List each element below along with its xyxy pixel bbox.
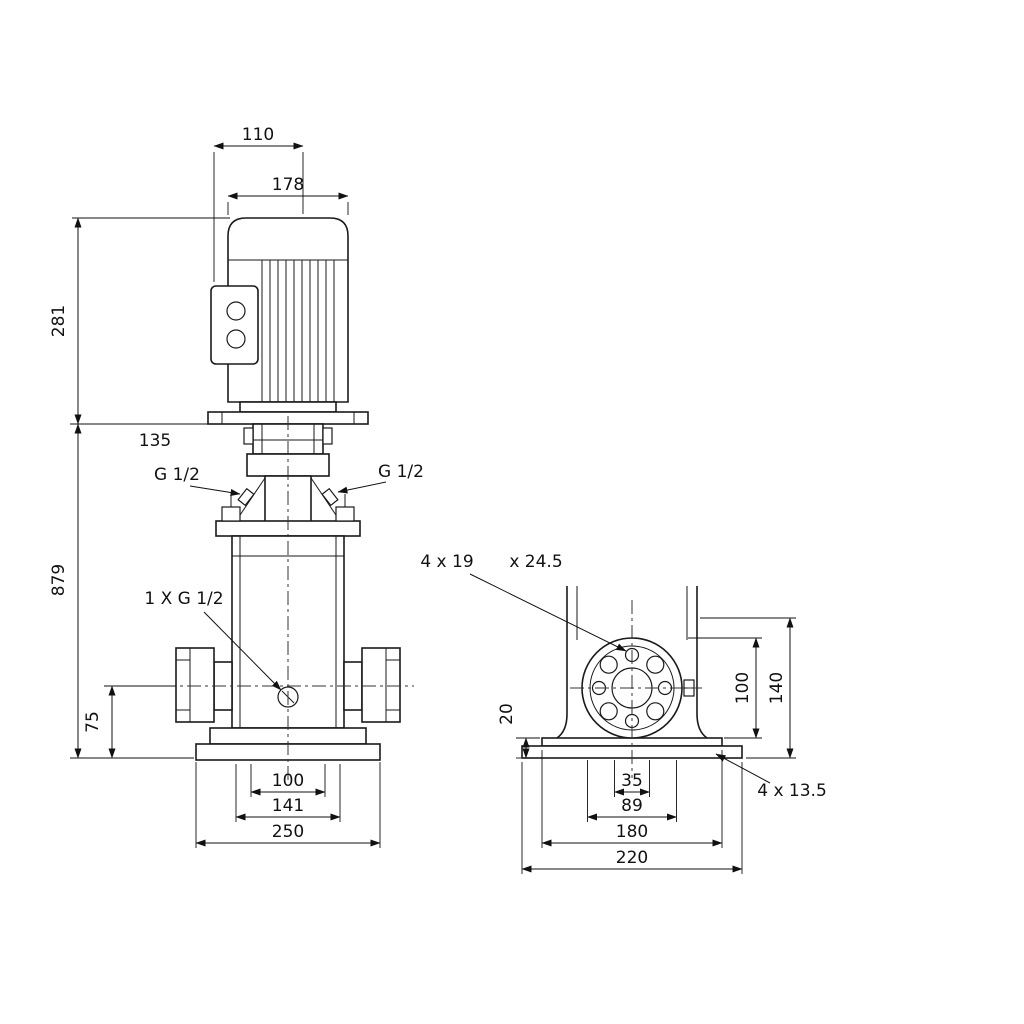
dim-20-label: 20 xyxy=(497,703,517,725)
dim-141: 141 xyxy=(235,764,341,822)
g12-plug-right xyxy=(321,487,339,507)
suction-flange-left xyxy=(175,647,233,723)
side-view: 4 x 19 x 24.5 20 100 140 35 xyxy=(420,552,827,874)
side-body xyxy=(556,586,708,739)
counterbore-label: x 24.5 xyxy=(509,552,562,572)
dim-250: 250 xyxy=(195,762,381,848)
dim-135: 135 xyxy=(70,423,208,451)
cable-entry-hole xyxy=(226,329,246,349)
dim-100-side: 100 xyxy=(688,637,762,739)
g12-plug-left xyxy=(237,487,255,507)
callout-g12-right: G 1/2 xyxy=(337,462,424,494)
motor xyxy=(207,217,369,425)
dim-110: 110 xyxy=(213,125,304,282)
cable-entry-hole xyxy=(226,301,246,321)
dim-281: 281 xyxy=(49,217,230,425)
dim-141-label: 141 xyxy=(272,796,304,816)
dim-75: 75 xyxy=(83,685,176,759)
callout-base-holes: 4 x 13.5 xyxy=(715,753,827,801)
staybolt-nut-left xyxy=(221,506,241,522)
dim-140-label: 140 xyxy=(767,672,787,704)
dim-178-label: 178 xyxy=(272,175,304,195)
dim-220: 220 xyxy=(521,762,743,874)
dim-89: 89 xyxy=(587,760,677,822)
dim-35: 35 xyxy=(614,760,650,797)
flange-holes-label: 4 x 19 xyxy=(420,552,473,572)
dim-879-label: 879 xyxy=(49,564,69,596)
discharge-flange-right xyxy=(343,647,401,723)
coupling-guard-left xyxy=(243,427,254,445)
front-view: 110 178 281 135 879 75 G 1/2 xyxy=(49,125,424,848)
dim-100-side-label: 100 xyxy=(733,672,753,704)
staybolt-nut-right xyxy=(335,506,355,522)
base-holes-label: 4 x 13.5 xyxy=(757,781,827,801)
callout-drain: 1 X G 1/2 xyxy=(144,589,282,691)
dim-180-label: 180 xyxy=(616,822,648,842)
dim-879: 879 xyxy=(49,423,194,759)
g12-left-label: G 1/2 xyxy=(154,465,200,485)
dim-100-front: 100 xyxy=(250,764,326,797)
dim-135-label: 135 xyxy=(139,431,171,451)
dim-180: 180 xyxy=(541,750,723,848)
dim-75-label: 75 xyxy=(83,711,103,733)
dim-250-label: 250 xyxy=(272,822,304,842)
dim-110-label: 110 xyxy=(242,125,274,145)
motor-foot xyxy=(239,401,337,413)
motor-fins xyxy=(261,260,335,402)
terminal-box xyxy=(210,285,259,365)
dim-35-label: 35 xyxy=(621,771,643,791)
coupling-guard-right xyxy=(322,427,333,445)
dim-178: 178 xyxy=(227,175,349,215)
callout-g12-left: G 1/2 xyxy=(154,465,241,496)
g12-right-label: G 1/2 xyxy=(378,462,424,482)
dim-20: 20 xyxy=(497,703,540,759)
dim-281-label: 281 xyxy=(49,305,69,337)
drain-label: 1 X G 1/2 xyxy=(144,589,223,609)
dim-140: 140 xyxy=(700,617,796,759)
dim-220-label: 220 xyxy=(616,848,648,868)
callout-flange-holes: 4 x 19 x 24.5 xyxy=(420,552,627,652)
dim-100-front-label: 100 xyxy=(272,771,304,791)
dim-89-label: 89 xyxy=(621,796,643,816)
